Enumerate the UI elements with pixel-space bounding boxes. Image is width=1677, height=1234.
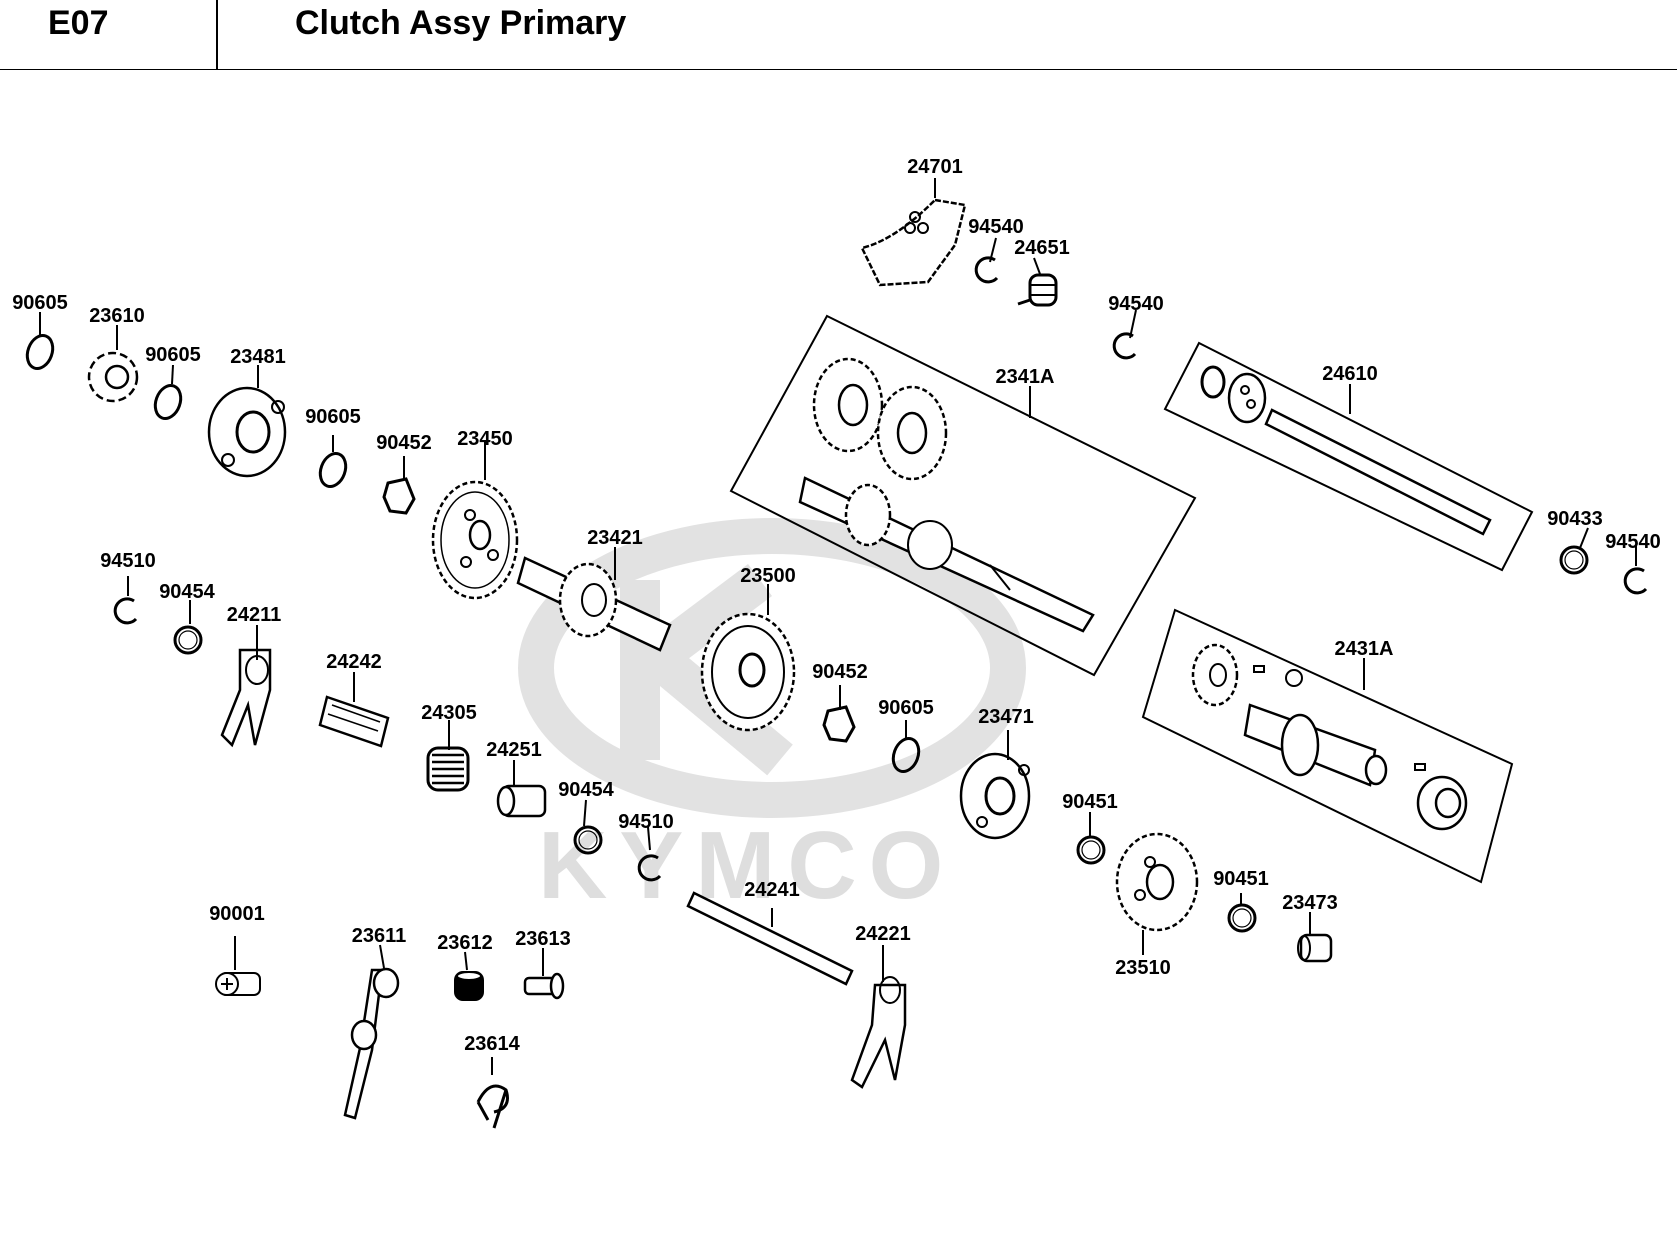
part-drawing-2341A bbox=[798, 357, 1095, 633]
part-label: 23500 bbox=[740, 565, 796, 587]
part-label: 2431A bbox=[1335, 638, 1394, 660]
part-label: 23614 bbox=[464, 1033, 520, 1055]
part-label: 90454 bbox=[159, 581, 215, 603]
part-drawing-23613 bbox=[523, 972, 565, 1000]
part-label: 23421 bbox=[587, 527, 643, 549]
part-label: 94510 bbox=[618, 811, 674, 833]
part-drawing-23450 bbox=[431, 480, 519, 600]
part-drawing-24211 bbox=[220, 648, 272, 748]
part-drawing-90605-d bbox=[891, 737, 921, 773]
part-label: 94540 bbox=[968, 216, 1024, 238]
part-label: 90605 bbox=[12, 292, 68, 314]
part-label: 23611 bbox=[352, 925, 407, 947]
part-drawing-24242 bbox=[318, 695, 390, 748]
part-label: 94540 bbox=[1108, 293, 1164, 315]
part-label: 24651 bbox=[1014, 237, 1070, 259]
part-drawing-2431A bbox=[1191, 643, 1468, 831]
part-drawing-23611 bbox=[343, 967, 400, 1120]
part-label: 24211 bbox=[227, 604, 282, 626]
part-label: 23481 bbox=[230, 346, 286, 368]
part-drawing-23500 bbox=[700, 612, 796, 732]
header-divider bbox=[216, 0, 218, 70]
part-drawing-90605-a bbox=[25, 334, 55, 370]
part-label: 24251 bbox=[486, 739, 542, 761]
part-label: 24701 bbox=[907, 156, 963, 178]
assembly-box-2341A bbox=[729, 314, 1197, 677]
part-drawing-90452-b bbox=[822, 705, 856, 743]
part-drawing-23421 bbox=[516, 556, 672, 652]
part-label: 90451 bbox=[1213, 868, 1269, 890]
part-label: 90001 bbox=[209, 903, 265, 925]
part-drawing-24701 bbox=[860, 198, 967, 287]
part-label: 94540 bbox=[1605, 531, 1661, 553]
part-drawing-23610 bbox=[87, 351, 139, 403]
diagram-title: Clutch Assy Primary bbox=[295, 4, 627, 42]
part-drawing-90451-a bbox=[1076, 835, 1106, 865]
part-drawing-24221 bbox=[850, 976, 907, 1089]
part-drawing-23473 bbox=[1297, 933, 1333, 963]
part-drawing-90454-a bbox=[173, 625, 203, 655]
part-label: 23610 bbox=[89, 305, 145, 327]
part-drawing-23471 bbox=[959, 752, 1031, 840]
part-drawing-24610 bbox=[1200, 365, 1492, 536]
watermark-text: KYMCO bbox=[538, 812, 955, 919]
part-label: 24241 bbox=[744, 879, 800, 901]
part-label: 90605 bbox=[878, 697, 934, 719]
kymco-watermark: KYMCO bbox=[518, 518, 1026, 919]
part-drawing-23510 bbox=[1115, 832, 1199, 932]
part-label: 23612 bbox=[437, 932, 493, 954]
part-drawing-94540-c bbox=[1623, 567, 1648, 595]
part-drawing-24651 bbox=[1017, 273, 1058, 307]
part-label: 2341A bbox=[996, 366, 1055, 388]
part-label: 24221 bbox=[855, 923, 911, 945]
assembly-box-2431A bbox=[1141, 608, 1514, 884]
part-drawing-90605-c bbox=[318, 452, 348, 488]
part-label: 94510 bbox=[100, 550, 156, 572]
page-header: E07 Clutch Assy Primary bbox=[0, 0, 1677, 70]
part-drawing-94540-a bbox=[974, 256, 999, 284]
assembly-box-24610 bbox=[1163, 341, 1534, 572]
part-label: 24242 bbox=[326, 651, 382, 673]
part-label: 90433 bbox=[1547, 508, 1603, 530]
part-label: 90452 bbox=[376, 432, 432, 454]
part-drawing-90451-b bbox=[1227, 903, 1257, 933]
part-label: 23510 bbox=[1115, 957, 1171, 979]
part-drawing-24305 bbox=[426, 746, 470, 792]
part-label: 23473 bbox=[1282, 892, 1338, 914]
part-drawing-90433 bbox=[1559, 545, 1589, 575]
part-label: 90451 bbox=[1062, 791, 1118, 813]
part-label: 24305 bbox=[421, 702, 477, 724]
part-drawing-23481 bbox=[207, 386, 287, 478]
part-drawing-24251 bbox=[496, 784, 547, 818]
part-drawing-90605-b bbox=[153, 384, 183, 420]
leader-lines bbox=[39, 178, 1637, 1075]
part-drawing-24241 bbox=[686, 891, 854, 986]
part-drawing-23614 bbox=[476, 1084, 509, 1129]
part-label: 90454 bbox=[558, 779, 614, 801]
part-label: 90605 bbox=[145, 344, 201, 366]
part-label: 24610 bbox=[1322, 363, 1378, 385]
part-label: 23450 bbox=[457, 428, 513, 450]
part-drawing-90452-a bbox=[382, 477, 416, 515]
part-label: 23471 bbox=[978, 706, 1034, 728]
part-drawing-90001 bbox=[215, 972, 261, 996]
part-drawing-94540-b bbox=[1112, 332, 1137, 360]
part-labels: 24701 94540 24651 94540 90605 23610 9060… bbox=[12, 156, 1661, 1055]
part-label: 90452 bbox=[812, 661, 868, 683]
diagram-code: E07 bbox=[48, 4, 109, 42]
part-drawing-94510-a bbox=[113, 597, 138, 625]
part-label: 90605 bbox=[305, 406, 361, 428]
part-drawing-23612 bbox=[454, 971, 484, 1001]
part-label: 23613 bbox=[515, 928, 571, 950]
